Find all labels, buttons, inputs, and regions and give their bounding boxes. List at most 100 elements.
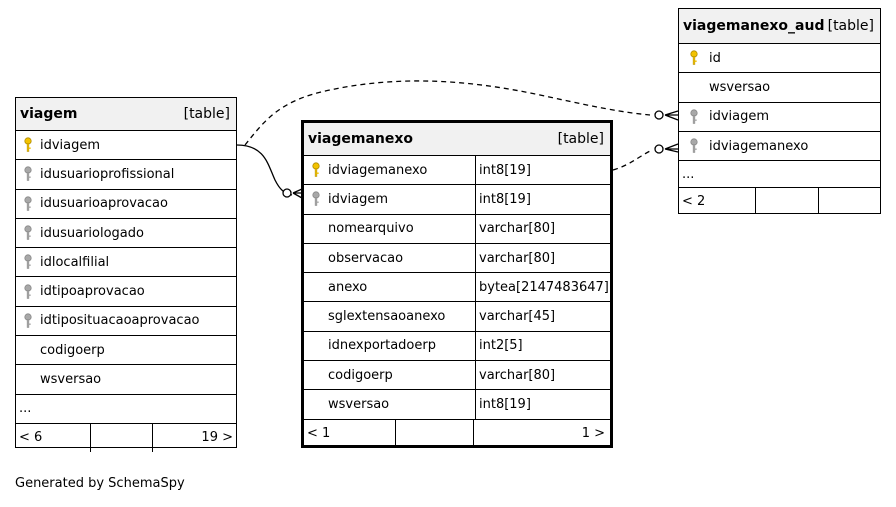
primary-key-icon: [304, 162, 328, 178]
table-aud-footer: < 2: [679, 188, 880, 215]
table-name: viagem: [20, 106, 78, 122]
column-name: observacao: [328, 250, 404, 266]
footer-parent-count[interactable]: < 6: [16, 423, 91, 452]
column-row[interactable]: observacao varchar[80]: [304, 243, 610, 274]
column-row[interactable]: idviagem: [16, 131, 236, 161]
table-name: viagemanexo_aud: [683, 18, 825, 34]
column-row[interactable]: idusuarioprofissional: [16, 160, 236, 190]
footer-child-count[interactable]: 19 >: [201, 430, 233, 446]
edge-viagem-to-aud: [244, 80, 651, 146]
table-ellipsis: ...: [679, 161, 880, 189]
table-kind: [table]: [183, 106, 230, 122]
column-name: idusuarioaprovacao: [40, 196, 168, 212]
column-name-cell: idnexportadoerp: [304, 332, 475, 360]
column-row[interactable]: idlocalfilial: [16, 248, 236, 278]
column-name-cell: wsversao: [679, 73, 770, 101]
edge-viagemanexo-to-aud: [612, 149, 653, 171]
edge-marker-aud-idviagem: [654, 110, 664, 120]
foreign-key-icon: [679, 138, 709, 154]
column-row[interactable]: wsversao int8[19]: [304, 390, 610, 420]
table-viagem-header: viagem [table]: [16, 98, 236, 131]
column-name: idusuariologado: [40, 225, 144, 241]
key-icon-shape: [24, 313, 32, 328]
column-name: idviagemanexo: [709, 138, 809, 154]
column-type: varchar[80]: [475, 214, 610, 243]
column-row[interactable]: id: [679, 44, 880, 74]
column-name-cell: idlocalfilial: [16, 248, 109, 276]
foreign-key-icon: [16, 196, 40, 212]
column-name-cell: idusuarioprofissional: [16, 160, 174, 188]
table-name: viagemanexo: [308, 131, 414, 147]
column-row[interactable]: wsversao: [16, 365, 236, 395]
column-name: wsversao: [328, 397, 390, 413]
key-icon-shape: [24, 166, 32, 182]
column-name-cell: idtipoaprovacao: [16, 277, 145, 305]
primary-key-icon: [679, 50, 709, 66]
column-name: sglextensaoanexo: [328, 309, 446, 325]
column-name-cell: wsversao: [16, 365, 101, 393]
column-name-cell: idviagem: [304, 185, 475, 213]
column-name-cell: wsversao: [304, 390, 475, 418]
crowfoot-aud-idviagemanexo: [664, 143, 679, 153]
table-viagem-footer: < 6 19 >: [16, 423, 236, 452]
key-icon-shape: [690, 109, 698, 124]
column-row[interactable]: idviagem: [679, 103, 880, 132]
footer-parent-count[interactable]: < 1: [304, 419, 396, 447]
footer-spacer: [756, 188, 819, 215]
column-row[interactable]: wsversao: [679, 73, 880, 103]
column-name-cell: sglextensaoanexo: [304, 302, 475, 330]
column-name: idtiposituacaoaprovacao: [40, 313, 200, 329]
footer-child-count: [819, 188, 880, 214]
foreign-key-icon: [16, 313, 40, 329]
column-name-cell: anexo: [304, 273, 475, 301]
table-viagemanexo-header: viagemanexo [table]: [304, 123, 610, 156]
column-row[interactable]: codigoerp: [16, 336, 236, 366]
table-kind: [table]: [827, 18, 874, 34]
column-row[interactable]: idusuariologado: [16, 219, 236, 249]
column-row[interactable]: idtipoaprovacao: [16, 277, 236, 307]
column-name: codigoerp: [40, 342, 105, 358]
column-name: idnexportadoerp: [328, 338, 436, 354]
column-name-cell: idviagem: [16, 131, 100, 159]
footer-parent-count[interactable]: < 2: [679, 188, 756, 215]
foreign-key-icon: [679, 109, 709, 125]
column-row[interactable]: idviagemanexo: [679, 132, 880, 162]
key-icon-shape: [24, 137, 32, 152]
column-type: varchar[80]: [475, 243, 610, 273]
footer-child-count[interactable]: 1 >: [581, 425, 605, 441]
foreign-key-icon: [16, 254, 40, 270]
foreign-key-icon: [16, 284, 40, 300]
column-name-cell: codigoerp: [304, 361, 475, 389]
column-name: wsversao: [40, 372, 102, 388]
column-name-cell: nomearquivo: [304, 215, 475, 243]
column-type: varchar[80]: [475, 361, 610, 390]
column-row[interactable]: idusuarioaprovacao: [16, 190, 236, 219]
column-name-cell: idusuariologado: [16, 219, 144, 247]
key-icon-shape: [24, 225, 32, 240]
column-name: idviagem: [328, 191, 389, 207]
column-name-cell: idviagemanexo: [679, 132, 808, 160]
key-icon-shape: [24, 196, 32, 211]
crowfoot-aud-idviagem: [664, 110, 679, 121]
column-type: int8[19]: [475, 156, 610, 185]
edge-marker-aud-idviagemanexo: [654, 144, 664, 154]
column-row[interactable]: idtiposituacaoaprovacao: [16, 307, 236, 337]
primary-key-icon: [16, 137, 40, 153]
table-ellipsis: ...: [16, 395, 236, 424]
column-type: int8[19]: [475, 390, 610, 419]
crowfoot-viagemanexo: [292, 188, 303, 199]
column-name: id: [709, 50, 721, 66]
foreign-key-icon: [16, 225, 40, 241]
column-name-cell: idusuarioaprovacao: [16, 190, 168, 218]
